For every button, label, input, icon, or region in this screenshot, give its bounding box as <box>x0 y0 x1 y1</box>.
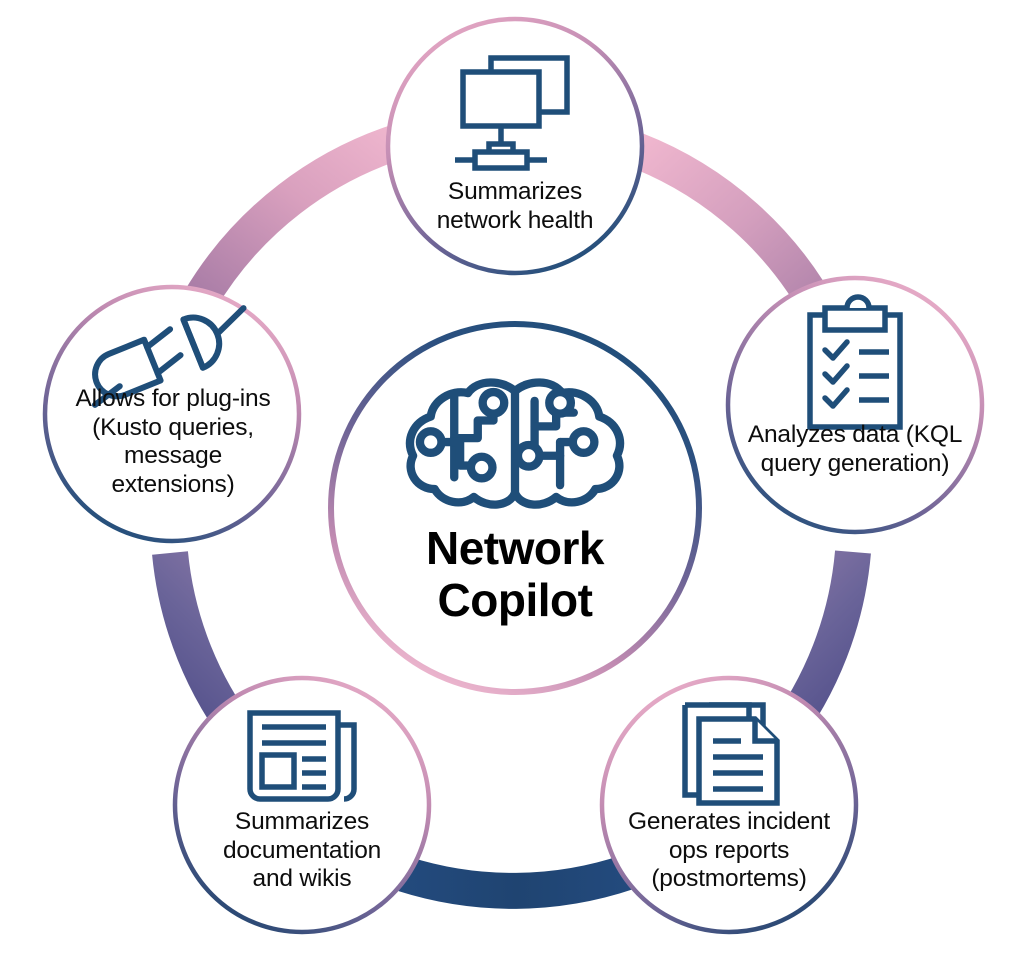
node-circle-allows-for-plug-ins[interactable] <box>42 284 302 544</box>
newspaper-icon <box>247 710 357 802</box>
node-circle-summarizes-documentation[interactable] <box>172 675 432 935</box>
node-label-allows-for-plug-ins: Allows for plug-ins (Kusto queries, mess… <box>75 385 271 498</box>
node-label-summarizes-documentation: Summarizes documentation and wikis <box>222 808 382 893</box>
brain-circuit-icon <box>405 378 625 509</box>
center-circle[interactable] <box>328 321 702 695</box>
monitor-network-icon <box>455 55 570 171</box>
center-label: Network Copilot <box>426 522 604 626</box>
plug-icon <box>91 305 247 408</box>
arc-plugins-to-network-health <box>184 120 416 310</box>
node-label-generates-incident-ops-reports: Generates incident ops reports (postmort… <box>627 808 831 893</box>
arc-documentation-to-incident-reports <box>398 854 634 909</box>
node-label-analyzes-data: Analyzes data (KQL query generation) <box>747 421 963 477</box>
documents-icon <box>682 702 780 806</box>
node-label-summarizes-network-health: Summarizes network health <box>436 178 594 234</box>
clipboard-checklist-icon <box>807 294 903 430</box>
